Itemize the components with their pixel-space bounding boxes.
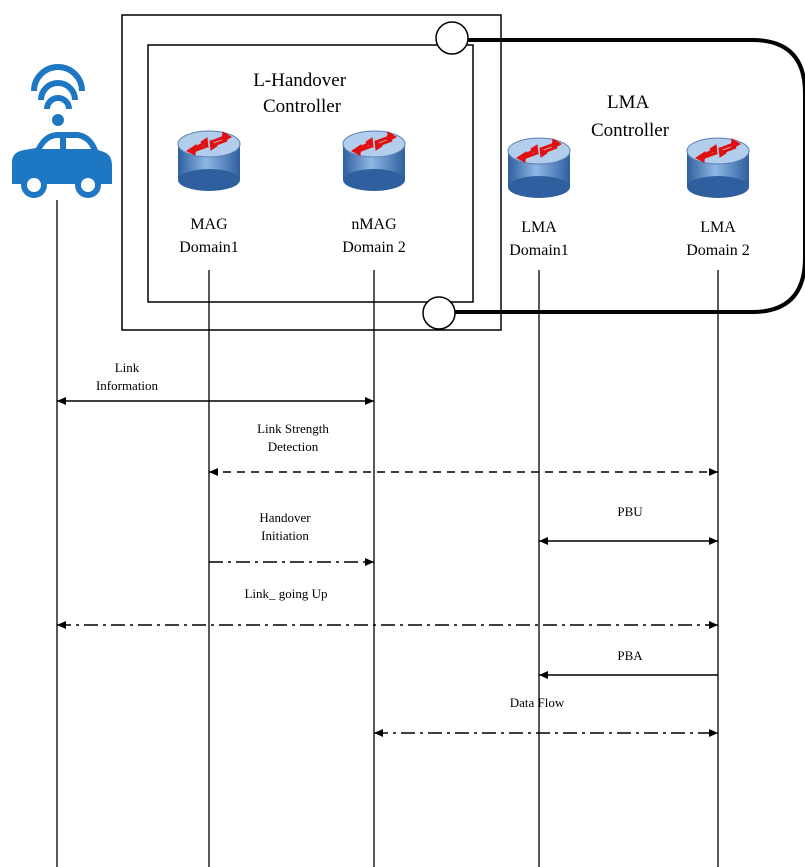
lma-controller-loop (455, 38, 805, 314)
router-icon-nmag (341, 129, 407, 193)
message-label-5: Link_ going Up (244, 586, 327, 601)
message-label-7: Data Flow (510, 695, 565, 710)
router-icon-lma2 (685, 136, 751, 200)
router-icon-mag (176, 129, 242, 193)
connector-top (435, 21, 469, 55)
handover-controller-outer-box (121, 14, 502, 331)
handover-controller-title: L-Handover Controller (253, 70, 351, 117)
message-label-6: PBA (617, 648, 643, 663)
lma-controller-title: LMA Controller (591, 92, 670, 141)
handover-controller-inner-box (147, 44, 474, 303)
message-label-3: PBU (617, 504, 643, 519)
connector-bottom (422, 296, 456, 330)
car-icon (12, 64, 112, 198)
router-icon-lma1 (506, 136, 572, 200)
